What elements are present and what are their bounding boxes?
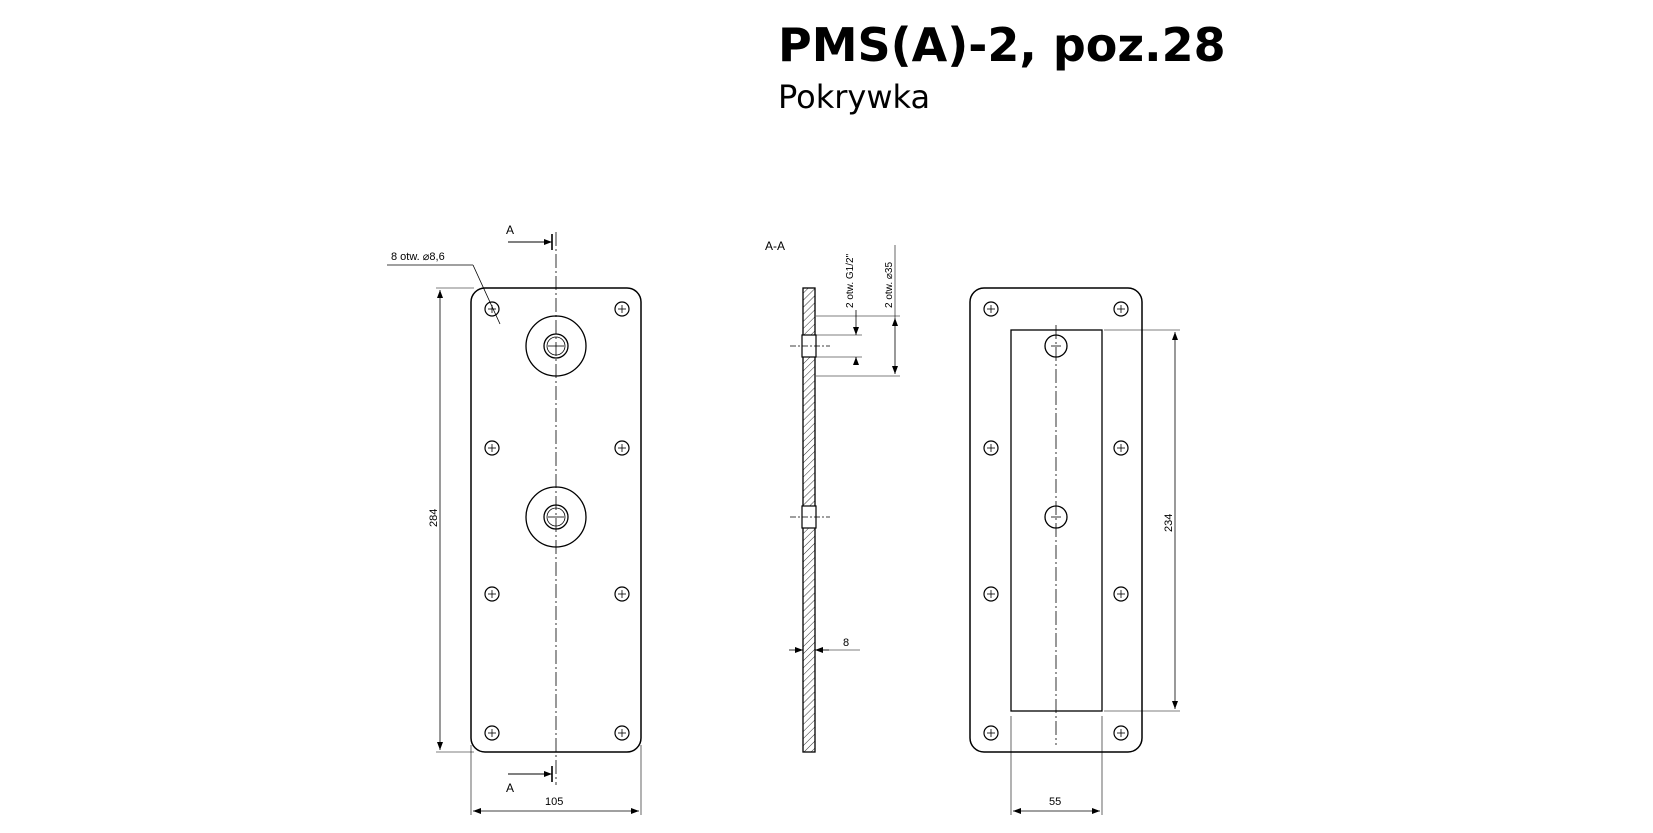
back-height-dimension: 234 (1163, 514, 1175, 532)
back-mounting-hole (1113, 725, 1129, 741)
thread-callout: 2 otw. G1/2" (845, 253, 856, 308)
back-mounting-hole (1113, 440, 1129, 456)
front-mounting-hole (614, 586, 630, 602)
diameter-callout: 2 otw. ⌀35 (884, 262, 895, 308)
back-mounting-hole (983, 586, 999, 602)
front-view: A A 8 otw. ⌀8,6 284 105 (387, 223, 642, 815)
back-width-dimension: 55 (1049, 796, 1061, 808)
front-width-dimension: 105 (545, 796, 563, 808)
drawing-title: PMS(A)-2, poz.28 (778, 18, 1226, 72)
section-mark-top: A (506, 223, 514, 237)
section-view: A-A 2 otw. G1/2" 2 otw. ⌀35 8 (765, 239, 900, 753)
section-mark-bottom: A (506, 781, 514, 795)
front-height-dimension: 284 (428, 509, 440, 527)
front-mounting-hole (614, 301, 630, 317)
drawing-subtitle: Pokrywka (778, 78, 931, 116)
back-mounting-hole (1113, 301, 1129, 317)
front-mounting-hole (614, 725, 630, 741)
front-mounting-hole (614, 440, 630, 456)
thickness-dimension: 8 (843, 637, 849, 649)
back-bore (1044, 505, 1068, 529)
back-mounting-hole (983, 440, 999, 456)
section-view-label: A-A (765, 239, 785, 253)
front-threaded-boss (525, 486, 587, 548)
hole-callout-text: 8 otw. ⌀8,6 (391, 251, 445, 263)
front-mounting-hole (484, 440, 500, 456)
back-gasket-window (1010, 329, 1103, 712)
back-view: 234 55 (969, 287, 1180, 815)
back-mounting-hole (983, 725, 999, 741)
front-mounting-hole (484, 586, 500, 602)
back-mounting-hole (1113, 586, 1129, 602)
front-mounting-hole (484, 301, 500, 317)
front-mounting-hole (484, 725, 500, 741)
back-mounting-hole (983, 301, 999, 317)
front-threaded-boss (525, 315, 587, 377)
back-bore (1044, 334, 1068, 358)
back-plate-outline (969, 287, 1143, 753)
